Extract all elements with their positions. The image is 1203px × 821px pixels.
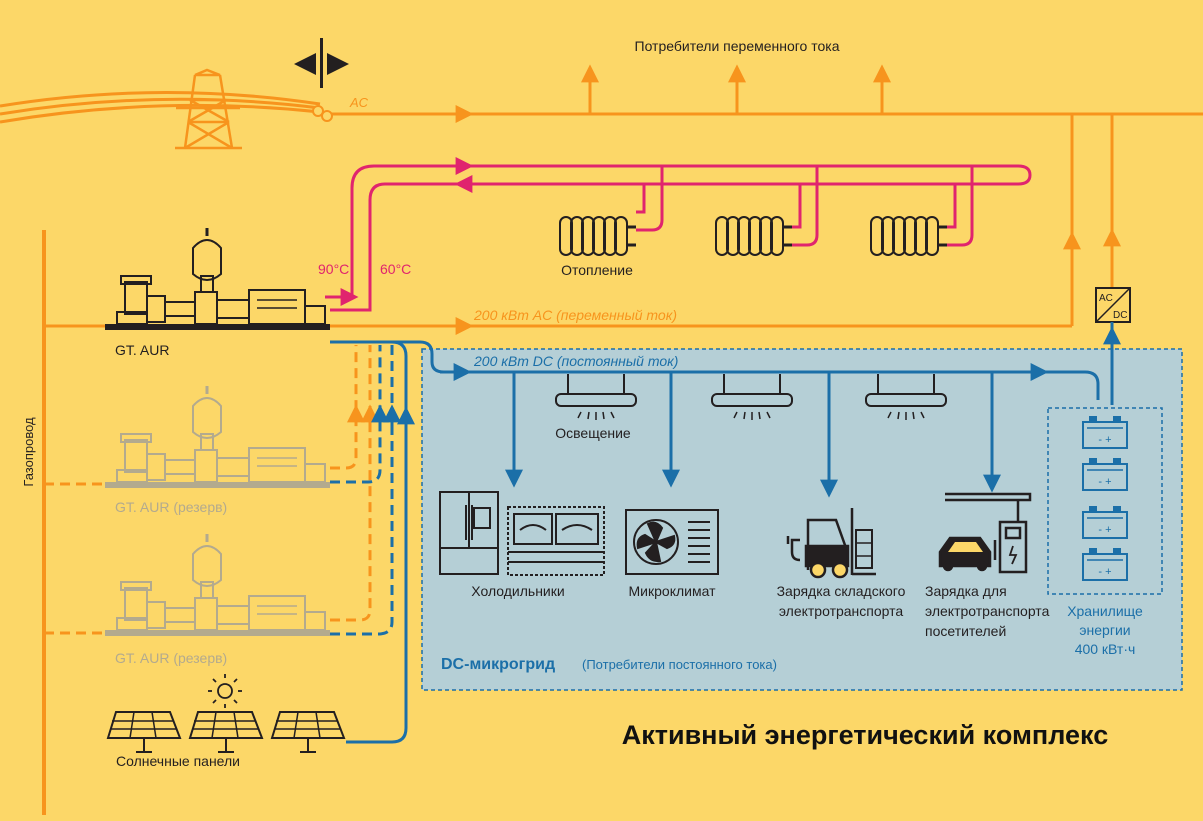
fan-unit-icon [625, 509, 719, 575]
lighting-label: Освещение [555, 425, 631, 441]
ac-consumers-label: Потребители переменного тока [635, 38, 840, 54]
storage-label: Хранилище [1067, 603, 1143, 619]
heating-loop [325, 157, 1032, 312]
visitor-charge-label: посетителей [925, 623, 1006, 639]
hot-temp-label: 90°C [318, 261, 349, 277]
converter-dc-label: DC [1113, 310, 1127, 321]
gas-turbine-icon [103, 226, 332, 332]
radiator-icon [558, 215, 638, 257]
dc-output-label: 200 кВт DC (постоянный ток) [473, 353, 678, 369]
visitor-charge-label: Зарядка для [925, 583, 1007, 599]
ac-output-label: 200 кВт AC (переменный ток) [473, 307, 677, 323]
reserve-unit-label: GT. AUR (резерв) [115, 499, 227, 515]
storage-label: энергии [1079, 622, 1130, 638]
converter-ac-label: AC [1099, 293, 1113, 304]
sun-icon [208, 674, 242, 708]
gas-pipeline-label: Газопровод [21, 417, 36, 487]
solar-panel-icon [271, 711, 345, 753]
dc-consumers-label: (Потребители постоянного тока) [582, 657, 777, 672]
heating-label: Отопление [561, 262, 633, 278]
refrigerator-icon [439, 491, 605, 576]
warehouse-charge-label: Зарядка складского [777, 583, 906, 599]
bidirectional-arrow-icon [294, 38, 349, 88]
radiator-icon [869, 215, 949, 257]
solar-panel-icon [189, 711, 263, 753]
solar-label: Солнечные панели [116, 753, 240, 769]
warehouse-charge-label: электротранспорта [779, 603, 904, 619]
gas-turbine-icon [103, 384, 332, 490]
main-unit-label: GT. AUR [115, 342, 169, 358]
climate-label: Микроклимат [629, 583, 717, 599]
fridges-label: Холодильники [471, 583, 564, 599]
ac-line-label: AC [349, 95, 369, 110]
dc-microgrid-area [421, 348, 1183, 691]
storage-capacity-label: 400 кВт·ч [1075, 641, 1136, 657]
car-charger-icon [938, 492, 1032, 574]
energy-storage-area [1047, 407, 1163, 595]
reserve-unit-label: GT. AUR (резерв) [115, 650, 227, 666]
page-title: Активный энергетический комплекс [622, 720, 1108, 750]
dc-bus-line [330, 322, 1114, 744]
forklift-icon [786, 508, 876, 579]
warm-temp-label: 60°C [380, 261, 411, 277]
transmission-tower-icon [175, 68, 242, 150]
ac-consumer-arrows [581, 64, 891, 114]
dc-microgrid-title: DC-микрогрид [441, 656, 555, 673]
visitor-charge-label: электротранспорта [925, 603, 1050, 619]
radiator-icon [714, 215, 794, 257]
ac-dc-converter-icon [1095, 287, 1131, 323]
gas-turbine-icon [103, 532, 332, 638]
solar-panel-icon [107, 711, 181, 753]
